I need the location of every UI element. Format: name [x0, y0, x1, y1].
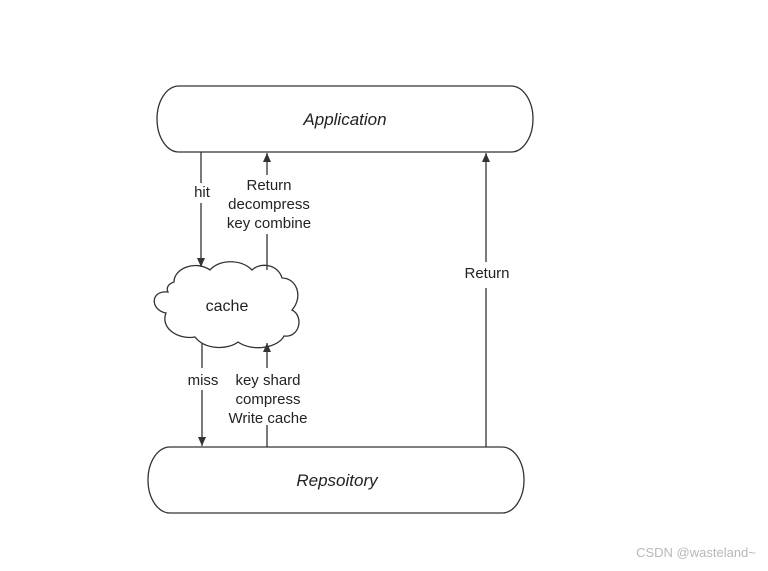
repo-return-label: Return	[464, 265, 509, 282]
repository-node: Repsoitory	[147, 446, 525, 514]
miss-label: miss	[188, 372, 219, 389]
application-label: Application	[302, 110, 386, 129]
hit-edge: hit	[194, 152, 211, 267]
cache-return-label: Return	[246, 177, 291, 194]
miss-edge: miss	[188, 343, 219, 446]
application-node: Application	[156, 85, 534, 153]
write-cache-label: Write cache	[229, 410, 308, 427]
repo-to-cache-edge: key shard compress Write cache	[229, 343, 308, 447]
cache-cloud: cache	[153, 261, 300, 349]
repository-label: Repsoitory	[296, 471, 379, 490]
compress-label: compress	[235, 391, 300, 408]
cache-to-app-edge: Return decompress key combine	[227, 153, 311, 270]
watermark-text: CSDN @wasteland~	[636, 545, 756, 560]
cache-decompress-label: decompress	[228, 196, 310, 213]
cache-label: cache	[206, 298, 249, 315]
cache-key-combine-label: key combine	[227, 215, 311, 232]
repo-to-app-edge: Return	[464, 153, 510, 447]
key-shard-label: key shard	[235, 372, 300, 389]
hit-label: hit	[194, 184, 211, 201]
